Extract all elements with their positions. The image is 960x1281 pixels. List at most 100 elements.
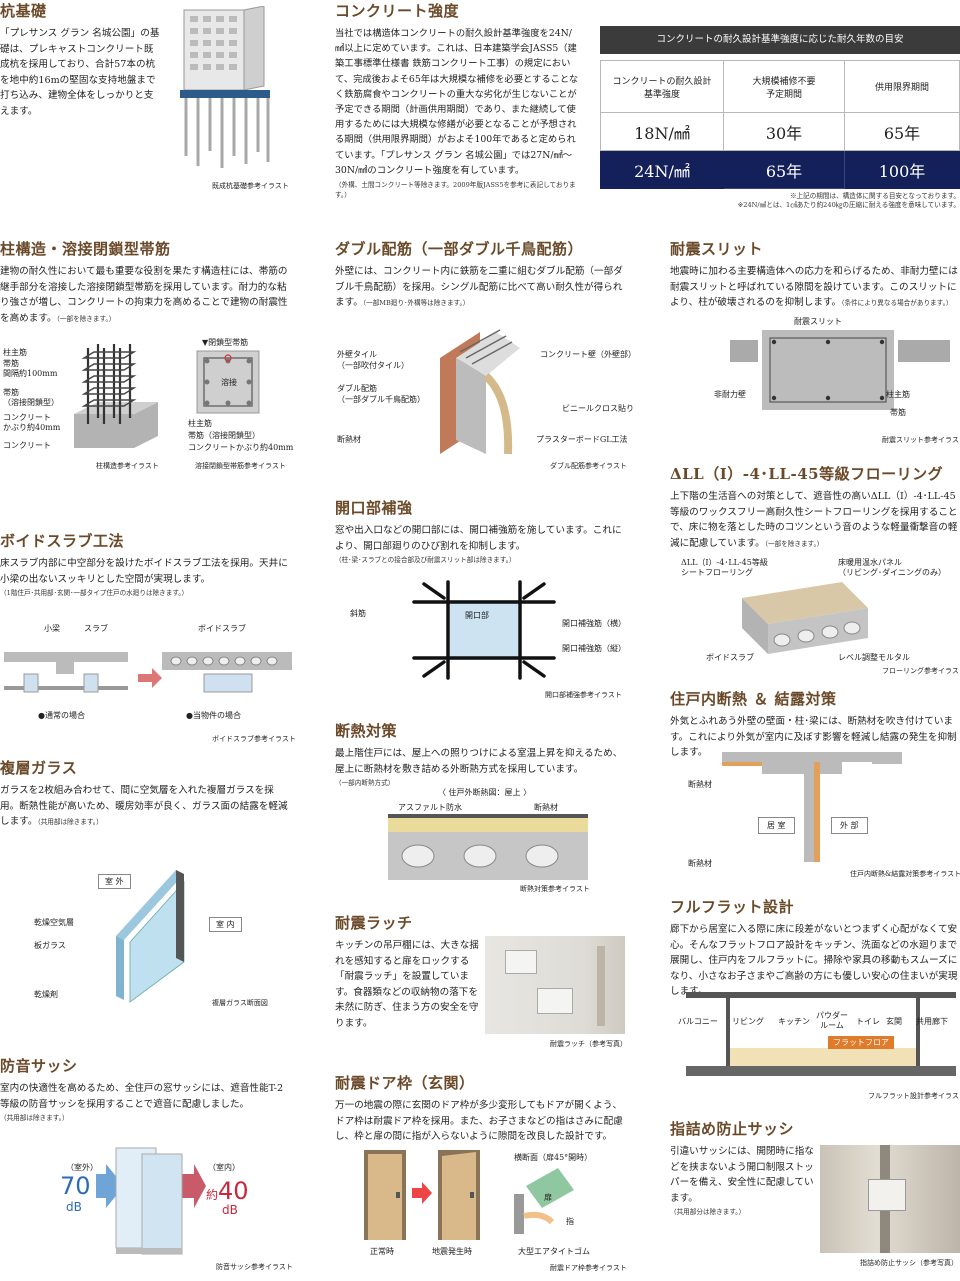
- double-label: 断熱材: [337, 435, 361, 444]
- column-title: 柱構造・溶接閉鎖型帯筋: [0, 240, 171, 258]
- sash-illustration: [96, 1147, 206, 1255]
- table-header: コンクリートの耐久設計 基準強度: [600, 60, 724, 113]
- pile-body: 「プレサンス グラン 名城公園」の基礎は、プレキャストコンクリート既成杭を採用し…: [0, 28, 160, 117]
- latch-photo: [485, 936, 625, 1034]
- sash-out-unit: dB: [66, 1200, 82, 1214]
- slit-title: 耐震スリット: [670, 240, 764, 258]
- flooring-title: ΔLL（Ⅰ）-4･LL-45等級フローリング: [670, 465, 944, 483]
- flat-label: バルコニー: [678, 1017, 718, 1026]
- doorframe-section-illustration: [514, 1168, 574, 1234]
- doorframe-label: 指: [566, 1217, 574, 1226]
- insulation-illustration: [388, 814, 588, 880]
- opening-label: 開口部: [465, 611, 489, 620]
- flooring-caption: フローリング参考イラスト: [882, 667, 960, 675]
- void-label: スラブ: [84, 624, 108, 633]
- column-label: コンクリート かぶり約40mm: [3, 413, 61, 432]
- column-illustration: [74, 344, 158, 448]
- double-label: ダブル配筋 （一部ダブル千鳥配筋）: [337, 384, 425, 404]
- concrete-note: （外構、土間コンクリート等除きます。2009年版JASS5を参考に表記しておりま…: [335, 181, 576, 200]
- slit-label: 耐震スリット: [794, 317, 842, 326]
- condensation-label: 居 室: [758, 817, 795, 834]
- glass-label: 室 内: [209, 917, 242, 932]
- sash-out-value: 70: [60, 1172, 91, 1200]
- double-rebar-illustration: [440, 329, 520, 455]
- opening-body: 窓や出入口などの開口部には、開口補強筋を施しています。これにより、開口部廻りのひ…: [335, 525, 622, 552]
- concrete-table-box: コンクリートの耐久設計基準強度に応じた耐久年数の目安 コンクリートの耐久設計 基…: [600, 26, 960, 210]
- concrete-table-title: コンクリートの耐久設計基準強度に応じた耐久年数の目安: [600, 26, 960, 54]
- flooring-illustration: [742, 582, 868, 654]
- insulation-title: 断熱対策: [335, 722, 398, 740]
- double-section: ダブル配筋（一部ダブル千鳥配筋） 外壁には、コンクリート内に鉄筋を二重に組むダブ…: [335, 238, 627, 312]
- table-header: 大規模補修不要 予定期間: [723, 60, 845, 113]
- void-note: （1階住戸･共用部･玄関･一部タイプ住戸の水廻りは除きます。）: [0, 589, 189, 597]
- double-label: コンクリート壁（外壁部）: [540, 350, 636, 359]
- glass-label: 乾燥空気層: [34, 918, 74, 927]
- double-body: 外壁には、コンクリート内に鉄筋を二重に組むダブル配筋（一部ダブル千鳥配筋）を採用…: [335, 266, 623, 308]
- opening-note: （柱･梁･スラブとの接合部及び耐震スリット部は除きます。）: [335, 556, 516, 564]
- glass-illustration: [116, 870, 185, 1003]
- doorframe-illustration: [364, 1150, 480, 1240]
- flooring-label: 床暖用温水パネル （リビング･ダイニングのみ）: [838, 558, 946, 577]
- flat-label: 玄関: [886, 1017, 902, 1026]
- latch-caption: 耐震ラッチ（参考写真）: [550, 1040, 627, 1048]
- concrete-foot2: ※24N/㎟とは、1㎠あたり約240㎏の圧縮に耐える強度を意味しています。: [737, 201, 960, 209]
- double-title: ダブル配筋（一部ダブル千鳥配筋）: [335, 240, 584, 258]
- flat-section: フルフラット設計 廊下から居室に入る際に床に段差がないとつまずく心配がなくて安心…: [670, 896, 960, 1000]
- opening-caption: 開口部補強参考イラスト: [545, 691, 622, 699]
- pile-illustration: [180, 6, 270, 168]
- flat-body: 廊下から居室に入る際に床に段差がないとつまずく心配がなくて安心。そんなフラットフ…: [670, 924, 958, 997]
- closed-hoop-label: 帯筋（溶接閉鎖型）: [188, 431, 260, 440]
- closed-hoop-label: コンクリートかぶり約40mm: [188, 443, 294, 452]
- concrete-durability-table: コンクリートの耐久設計 基準強度 大規模補修不要 予定期間 供用限界期間 18N…: [600, 60, 960, 189]
- void-label: ●通常の場合: [38, 711, 85, 720]
- finger-section: 指詰め防止サッシ 引違いサッシには、開閉時に指などを挟まないよう開口制限ストッパ…: [670, 1118, 820, 1216]
- opening-title: 開口部補強: [335, 499, 413, 517]
- flat-label: パウダー ルーム: [816, 1011, 848, 1030]
- column-label: 帯筋 （溶接閉鎖型）: [3, 388, 59, 407]
- condensation-label: 外 部: [831, 817, 868, 834]
- doorframe-section: 耐震ドア枠（玄関） 万一の地震の際に玄関のドア枠が多少変形してもドアが開くよう、…: [335, 1072, 627, 1145]
- double-label: 外壁タイル （一部吹付タイル）: [337, 350, 409, 370]
- opening-label: 斜筋: [350, 609, 366, 618]
- condensation-illustration: [722, 752, 902, 862]
- flooring-label: ΔLL（Ⅰ）-4･LL-45等級 シートフローリング: [681, 558, 768, 577]
- weld-label: 溶接: [221, 378, 237, 387]
- latch-title: 耐震ラッチ: [335, 914, 413, 932]
- slit-body: 地震時に加わる主要構造体への応力を和らげるため、非耐力壁には耐震スリットと呼ばれ…: [670, 266, 958, 308]
- slit-illustration: [730, 330, 950, 410]
- column-body: 建物の耐久性において最も重要な役割を果たす構造柱には、帯筋の継手部分を溶接した溶…: [0, 266, 288, 324]
- void-section: ボイドスラブ工法 床スラブ内部に中空部分を設けたボイドスラブ工法を採用。天井に小…: [0, 530, 292, 597]
- table-row-highlight: 24N/㎟ 65年 100年: [600, 150, 960, 189]
- concrete-body: 当社では構造体コンクリートの耐久設計基準強度を24N/㎟以上に定めています。これ…: [335, 28, 579, 176]
- column-caption: 柱構造参考イラスト: [96, 462, 159, 470]
- condensation-label: 断熱材: [688, 859, 712, 868]
- sash-note: （共用部は除きます。）: [0, 1114, 69, 1122]
- sash-section: 防音サッシ 室内の快適性を高めるため、全住戸の窓サッシには、遮音性能T-2等級の…: [0, 1055, 292, 1122]
- doorframe-label: 地震発生時: [432, 1247, 472, 1256]
- slit-label: 帯筋: [890, 408, 906, 417]
- finger-sash-photo: [820, 1145, 960, 1253]
- double-caption: ダブル配筋参考イラスト: [550, 462, 627, 470]
- void-caption: ボイドスラブ参考イラスト: [212, 735, 296, 743]
- glass-label: 板ガラス: [34, 941, 66, 950]
- flat-label: リビング: [732, 1017, 764, 1026]
- doorframe-body: 万一の地震の際に玄関のドア枠が多少変形してもドアが開くよう、ドア枠は耐震ドア枠を…: [335, 1100, 623, 1142]
- flat-floor-badge: フラットフロア: [828, 1036, 894, 1049]
- closed-hoop-label: 柱主筋: [188, 419, 212, 428]
- column-label: コンクリート: [3, 441, 51, 450]
- doorframe-label: 正常時: [370, 1247, 394, 1256]
- doorframe-caption: 耐震ドア枠参考イラスト: [550, 1264, 627, 1272]
- column-section: 柱構造・溶接閉鎖型帯筋 建物の耐久性において最も重要な役割を果たす構造柱には、帯…: [0, 238, 292, 327]
- sash-in-label: （室内）: [208, 1163, 240, 1172]
- flooring-section: ΔLL（Ⅰ）-4･LL-45等級フローリング 上下階の生活音への対策として、遮音…: [670, 463, 960, 552]
- void-title: ボイドスラブ工法: [0, 532, 125, 550]
- glass-title: 複層ガラス: [0, 759, 78, 777]
- closed-hoop-illustration: [196, 350, 260, 414]
- finger-body: 引違いサッシには、開閉時に指などを挟まないよう開口制限ストッパーを備え、安全性に…: [670, 1146, 814, 1204]
- glass-section: 複層ガラス ガラスを2枚組み合わせて、間に空気層を入れた複層ガラスを採用。断熱性…: [0, 757, 292, 831]
- slit-section: 耐震スリット 地震時に加わる主要構造体への応力を和らげるため、非耐力壁には耐震ス…: [670, 238, 960, 312]
- double-label: ビニールクロス貼り: [562, 404, 634, 413]
- flat-label: 共用廊下: [916, 1017, 948, 1026]
- flat-floor-illustration: [686, 992, 956, 1076]
- void-slab-illustration: [4, 652, 292, 693]
